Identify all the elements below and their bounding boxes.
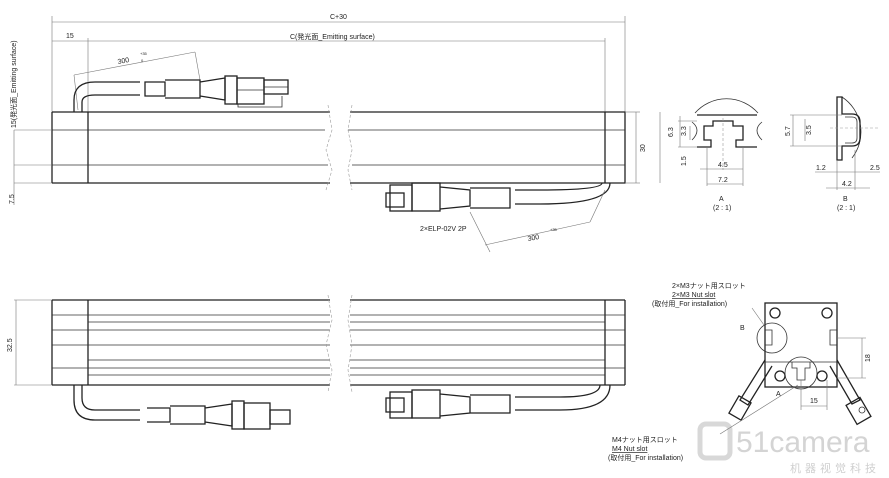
dim-b-0: 5.7 [785, 126, 792, 136]
connector-label: 2×ELP-02V 2P [420, 226, 467, 233]
dim-side-height: 32.5 [7, 338, 14, 352]
dim-total: C+30 [330, 14, 347, 21]
dim-a-4: 7.2 [718, 177, 728, 184]
m3-slot-note: 2×M3ナット用スロット [672, 282, 746, 290]
dim-cable-tol-upper: +35 [140, 51, 148, 56]
detail-b: 5.7 3.5 1.2 2.5 4.2 B (2 : 1) [785, 96, 880, 212]
end-label-b: B [740, 325, 745, 332]
detail-b-scale: (2 : 1) [837, 205, 855, 212]
dim-b-3: 2.5 [870, 165, 880, 172]
dim-b-4: 4.2 [842, 181, 852, 188]
end-label-a: A [776, 391, 781, 398]
detail-a-scale: (2 : 1) [713, 205, 731, 212]
dim-15: 15 [810, 398, 818, 405]
dim-left-emitting: 15(発光面_Emitting surface) [9, 40, 18, 128]
watermark-logo: 51camera 机器视觉科技 [697, 421, 880, 475]
m3-slot-note-en: 2×M3 Nut slot [672, 292, 715, 299]
dim-offset: 15 [66, 33, 74, 40]
dim-18: 18 [865, 354, 872, 362]
dim-left-bottom: 7.5 [9, 194, 16, 204]
dim-a-2: 1.5 [681, 156, 688, 166]
dim-cable-length-bottom: 300 [527, 234, 540, 243]
end-view: 18 15 B A 2×M3ナット用スロット 2×M3 Nut slot (取付… [608, 282, 872, 462]
detail-a: 6.3 3.3 1.5 4.5 7.2 A (2 : 1) [659, 98, 763, 212]
m3-slot-note-use: (取付用_For installation) [652, 299, 727, 308]
watermark-brand: 51camera [736, 426, 870, 459]
top-view: C+30 15 C(発光面_Emitting surface) 300 +35 … [9, 14, 647, 253]
dim-cable-tol-upper-bottom: +35 [550, 227, 558, 232]
m4-slot-note: M4ナット用スロット [612, 436, 678, 444]
dim-cable-length: 300 [117, 57, 130, 66]
watermark-sub: 机器视觉科技 [790, 461, 880, 475]
dim-b-1: 3.5 [806, 125, 813, 135]
side-view: 32.5 [7, 294, 626, 430]
m4-slot-note-use: (取付用_For installation) [608, 453, 683, 462]
dim-cable-tol-lower: 0 [141, 58, 144, 63]
dim-height: 30 [640, 144, 647, 152]
detail-b-label: B [843, 196, 848, 203]
dim-a-0: 6.3 [668, 127, 675, 137]
dim-a-3: 4.5 [718, 162, 728, 169]
dim-a-1: 3.3 [681, 126, 688, 136]
m4-slot-note-en: M4 Nut slot [612, 446, 647, 453]
dim-emitting: C(発光面_Emitting surface) [290, 32, 375, 41]
dim-b-2: 1.2 [816, 165, 826, 172]
detail-a-label: A [719, 196, 724, 203]
